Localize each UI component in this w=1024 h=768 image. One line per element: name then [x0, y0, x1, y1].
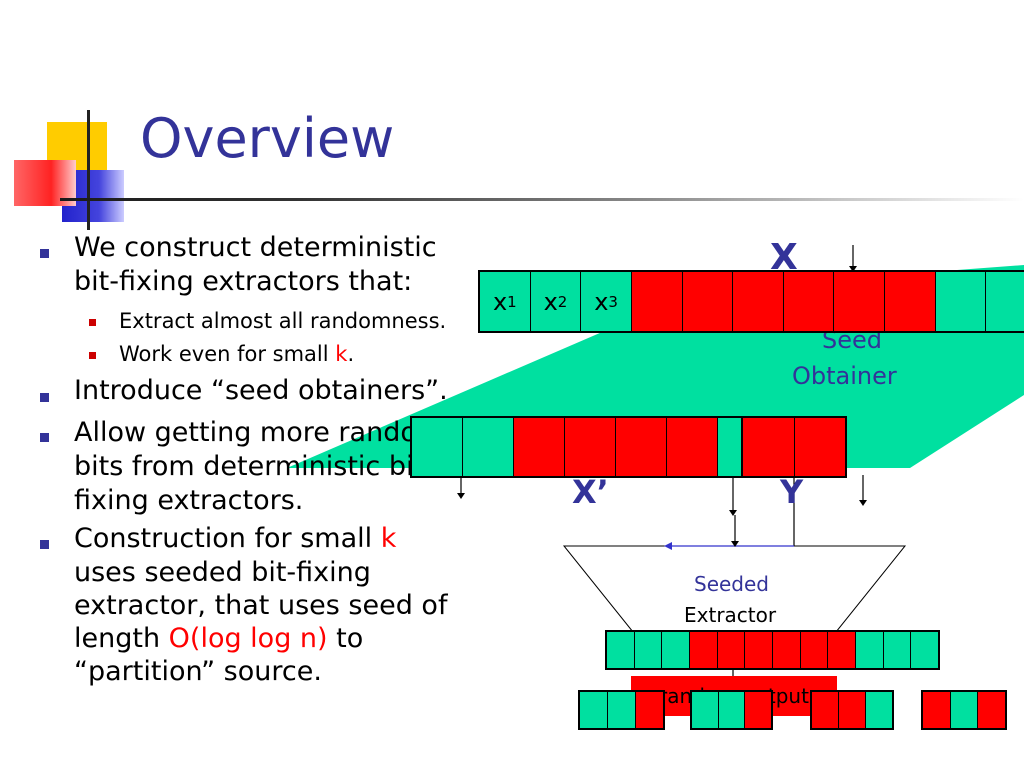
output-cell [607, 632, 635, 668]
bullet-4-line-1: Construction for small k [74, 523, 396, 555]
x-cell-sub: 1 [507, 292, 517, 311]
sub-bullet-2-period: . [347, 342, 355, 366]
output-cell [717, 632, 746, 668]
partition-cell [866, 692, 892, 728]
bullet-4-k: k [380, 523, 397, 554]
slide-title: Overview [140, 107, 395, 170]
y-row [741, 416, 847, 478]
output-cell [856, 632, 884, 668]
partition-cell [580, 692, 608, 728]
bullet-marker [40, 433, 49, 442]
extractor-output-row [605, 630, 940, 670]
bullet-4-length: length [74, 623, 169, 654]
y-cell [743, 418, 795, 476]
partition-block-4 [921, 690, 1007, 730]
x-prime-cell [718, 418, 743, 476]
y-cell [794, 418, 845, 476]
sub-bullet-1: Extract almost all randomness. [119, 309, 447, 333]
x-label: X [770, 237, 798, 278]
output-cell [662, 632, 691, 668]
x-cell-var: x [492, 287, 508, 316]
bullet-4-line-4: length O(log log n) to [74, 623, 363, 655]
partition-block-3 [810, 690, 894, 730]
x-cell [834, 272, 886, 331]
bullet-3-line-1: Allow getting more random [74, 417, 444, 448]
x-cell [783, 272, 835, 331]
sub-bullet-marker [89, 319, 96, 326]
partition-cell [923, 692, 951, 728]
bullet-marker [40, 249, 49, 258]
x-cell [986, 272, 1024, 331]
bullet-marker [40, 540, 49, 549]
output-cell [690, 632, 718, 668]
partition-cell [745, 692, 772, 728]
partition-cell [812, 692, 839, 728]
bullet-4-line-2: uses seeded bit-fixing [74, 557, 371, 588]
bullet-4-text: Construction for small [74, 523, 381, 554]
partition-cell [692, 692, 719, 728]
extractor-label: Extractor [684, 603, 777, 627]
bullet-1-line-2: bit-fixing extractors that: [74, 266, 413, 297]
partition-cell [839, 692, 866, 728]
output-cell [773, 632, 801, 668]
bullet-4-to: to [327, 623, 364, 654]
y-label: Y [780, 473, 804, 511]
bullet-4-line-5: “partition” source. [74, 656, 322, 687]
partition-cell [608, 692, 636, 728]
partition-cell [950, 692, 979, 728]
bullet-4-line-3: extractor, that uses seed of [74, 590, 448, 621]
bullet-3-line-2: bits from deterministic bit- [74, 451, 434, 482]
sub-bullet-2-k: k [335, 342, 348, 366]
bullet-4-olog: O(log log n) [168, 623, 328, 654]
x-cell-var: x [543, 287, 558, 316]
sub-bullet-marker [89, 352, 96, 359]
x-cell [631, 272, 683, 331]
output-cell [828, 632, 857, 668]
seed-obtainer-label-line-2: Obtainer [792, 362, 897, 390]
partition-block-2 [690, 690, 773, 730]
partition-block-1 [578, 690, 665, 730]
output-cell [800, 632, 829, 668]
output-cell [745, 632, 774, 668]
x-cell-sub: 3 [608, 292, 618, 311]
partition-cell [978, 692, 1006, 728]
sub-bullet-2: Work even for small k. [119, 341, 354, 367]
x-cell-sub: 2 [557, 292, 568, 311]
partition-cell [636, 692, 663, 728]
bullet-marker [40, 393, 49, 402]
x-cell-var: x [594, 287, 609, 316]
title-underline [60, 198, 1024, 201]
x-cell [733, 272, 784, 331]
x-prime-cell [565, 418, 616, 476]
bullet-2: Introduce “seed obtainers”. [74, 375, 448, 406]
x-prime-cell [514, 418, 565, 476]
bullet-3-line-3: fixing extractors. [74, 485, 304, 516]
seeded-label: Seeded [694, 572, 769, 596]
x-cell [935, 272, 987, 331]
x-prime-cell [616, 418, 667, 476]
output-cell [911, 632, 939, 668]
x-prime-label: X’ [572, 473, 609, 511]
x-cell [885, 272, 936, 331]
bullet-1-line-1: We construct deterministic [74, 232, 437, 263]
sub-bullet-2-text: Work even for small [119, 342, 336, 366]
partition-cell [718, 692, 746, 728]
output-cell [634, 632, 663, 668]
x-prime-row [410, 416, 745, 478]
logo-vertical-line [87, 110, 90, 230]
output-cell [883, 632, 912, 668]
x-prime-cell [412, 418, 463, 476]
x-prime-cell [463, 418, 514, 476]
x-cell [682, 272, 734, 331]
x-prime-cell [667, 418, 718, 476]
